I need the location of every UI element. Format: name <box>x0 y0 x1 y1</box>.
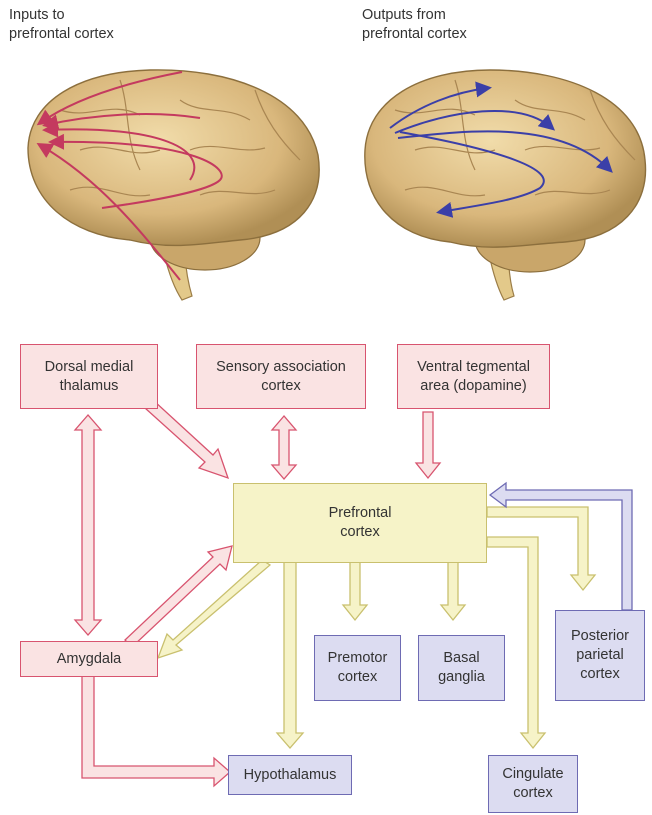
cingulate-cortex-box: Cingulate cortex <box>488 755 578 813</box>
flowchart-arrows <box>75 400 632 786</box>
premotor-cortex-box: Premotor cortex <box>314 635 401 701</box>
right-brain-illustration <box>365 70 646 300</box>
basal-ganglia-box: Basal ganglia <box>418 635 505 701</box>
amygdala-box: Amygdala <box>20 641 158 677</box>
dorsal-medial-thalamus-box: Dorsal medial thalamus <box>20 344 158 409</box>
posterior-parietal-cortex-box: Posterior parietal cortex <box>555 610 645 701</box>
hypothalamus-box: Hypothalamus <box>228 755 352 795</box>
prefrontal-cortex-box: Prefrontal cortex <box>233 483 487 563</box>
sensory-association-cortex-box: Sensory association cortex <box>196 344 366 409</box>
ventral-tegmental-area-box: Ventral tegmental area (dopamine) <box>397 344 550 409</box>
